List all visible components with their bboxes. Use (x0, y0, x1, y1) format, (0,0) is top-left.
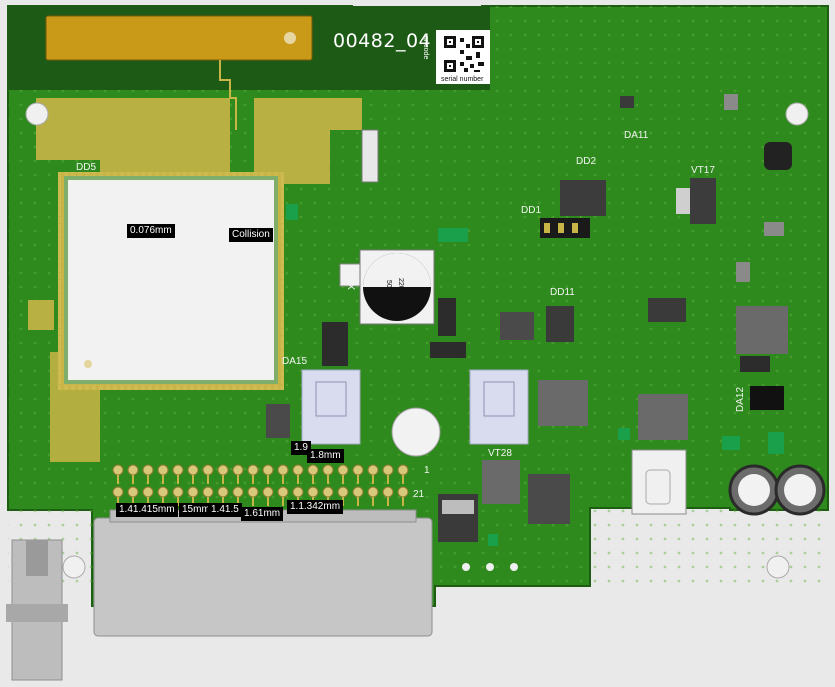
header-pin (262, 464, 274, 476)
header-pin (397, 464, 409, 476)
measurement-15: 15mm (179, 503, 213, 517)
mounting-hole-center (391, 407, 441, 457)
antenna-element (45, 15, 313, 61)
copper-pad-left (28, 300, 54, 330)
mounting-hole-bottom-left (62, 555, 86, 579)
header-pin (292, 464, 304, 476)
header-pin (397, 486, 409, 498)
header-pin (127, 464, 139, 476)
header-pin (187, 464, 199, 476)
capacitor-value: 220u (397, 278, 404, 294)
header-pin (217, 486, 229, 498)
pin-21-label: 21 (413, 489, 425, 500)
header-pin (232, 486, 244, 498)
qr-code-icon (444, 36, 484, 72)
header-pin (112, 486, 124, 498)
header-pin (112, 464, 124, 476)
copper-pour-right (254, 98, 362, 184)
header-pin (142, 486, 154, 498)
capacitor-voltage: 50V (385, 280, 392, 293)
measurement-1-41-5: 1.41.5 (208, 503, 242, 517)
header-pin (187, 486, 199, 498)
rf-connector-nut (6, 604, 68, 622)
header-pin (337, 486, 349, 498)
measurement-0076: 0.076mm (127, 224, 175, 238)
header-pin (352, 486, 364, 498)
collision-marker: Collision (229, 228, 273, 242)
header-pin (352, 464, 364, 476)
main-connector-housing (93, 517, 433, 637)
designator-da15: DA15 (282, 356, 308, 367)
measurement-1-61: 1.61mm (241, 507, 284, 521)
header-pin (262, 486, 274, 498)
header-pin (382, 486, 394, 498)
header-pin (232, 464, 244, 476)
smd-components (266, 94, 792, 546)
header-pin (202, 486, 214, 498)
pin-1-label: 1 (424, 465, 430, 476)
header-pin (247, 486, 259, 498)
designator-da12: DA12 (735, 386, 746, 412)
designator-vt28: VT28 (488, 448, 512, 459)
mounting-hole-top-right (785, 102, 809, 126)
designator-xp2: XP2 (347, 271, 358, 290)
dd5-module-body (64, 176, 278, 384)
header-pin (247, 464, 259, 476)
header-pin (202, 464, 214, 476)
qr-caption: qr code (422, 36, 429, 60)
capacitor-polarity-band (363, 253, 431, 287)
designator-vt17: VT17 (691, 165, 715, 176)
slot-3 (510, 563, 518, 571)
designator-dd5: DD5 (76, 162, 97, 173)
rf-connector-barrel (26, 540, 48, 576)
designator-da11: DA11 (624, 130, 649, 141)
header-pin (367, 486, 379, 498)
serial-caption: serial number (441, 76, 484, 83)
header-pins (112, 464, 409, 506)
connector-right (469, 369, 529, 445)
header-pin (382, 464, 394, 476)
connector-left-latch (315, 381, 347, 417)
header-pin (307, 464, 319, 476)
connector-left (301, 369, 361, 445)
usb-port-icon (645, 469, 671, 505)
header-pin (277, 486, 289, 498)
antenna-trace (219, 60, 237, 130)
header-pin (292, 486, 304, 498)
mounting-hole-bottom-right (766, 555, 790, 579)
header-pin (217, 464, 229, 476)
slot-1 (462, 563, 470, 571)
header-pin (127, 486, 139, 498)
mounting-hole-top-left (25, 102, 49, 126)
designator-dd11: DD11 (550, 287, 575, 298)
serial-code: 00482_04 (333, 30, 432, 52)
header-pin (142, 464, 154, 476)
measurement-1-41-415: 1.41.415mm (116, 503, 178, 517)
measurement-1-8: 1.8mm (307, 449, 344, 463)
header-pin (277, 464, 289, 476)
header-pin (157, 486, 169, 498)
coin-cell-left-top (738, 474, 770, 506)
copper-pour-left (36, 98, 230, 192)
measurement-1-1-342: 1.1.342mm (287, 500, 344, 514)
measurement-1-9: 1.9 (291, 441, 311, 455)
connector-right-latch (483, 381, 515, 417)
header-pin (322, 464, 334, 476)
coin-cell-right-top (784, 474, 816, 506)
designator-dd2: DD2 (576, 156, 597, 167)
usb-connector (631, 449, 687, 515)
header-pin (367, 464, 379, 476)
header-pin (322, 486, 334, 498)
antenna-feed-point (284, 32, 296, 44)
designator-dd1: DD1 (521, 205, 542, 216)
header-pin (307, 486, 319, 498)
header-pin (172, 486, 184, 498)
dd5-pin1-marker (84, 360, 92, 368)
header-pin (172, 464, 184, 476)
header-pin (337, 464, 349, 476)
header-pin (157, 464, 169, 476)
slot-2 (486, 563, 494, 571)
